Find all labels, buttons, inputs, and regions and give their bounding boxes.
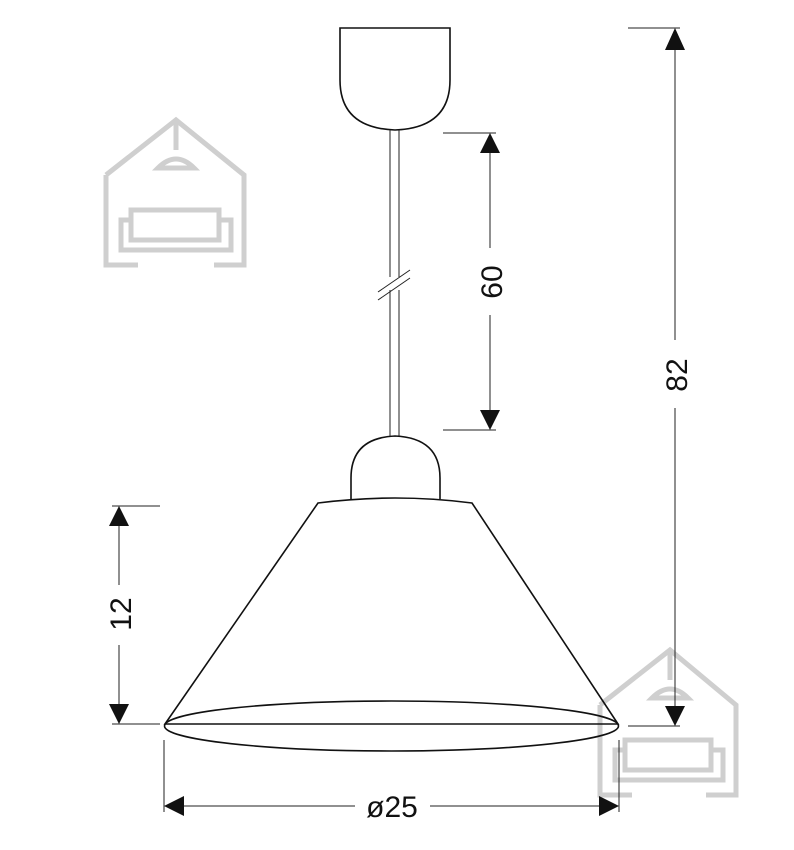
cable-length-label: 60 [476, 265, 509, 298]
shade-diameter-dimension: ø25 [163, 740, 620, 824]
shade-opening [163, 700, 620, 752]
suspension-cable [389, 130, 400, 437]
ceiling-canopy [339, 27, 451, 131]
cable-length-dimension: 60 [443, 132, 509, 431]
lamp-shade [163, 497, 620, 725]
cable-break-mark [377, 269, 411, 301]
total-height-label: 82 [661, 358, 694, 391]
house-lamp-sofa-icon [103, 116, 247, 268]
house-lamp-sofa-icon [597, 646, 739, 798]
shade-height-dimension: 12 [105, 505, 160, 725]
lamp-socket-cap [350, 435, 441, 499]
shade-diameter-label: ø25 [366, 791, 418, 824]
total-height-dimension: 82 [628, 27, 694, 727]
shade-height-label: 12 [105, 597, 138, 630]
